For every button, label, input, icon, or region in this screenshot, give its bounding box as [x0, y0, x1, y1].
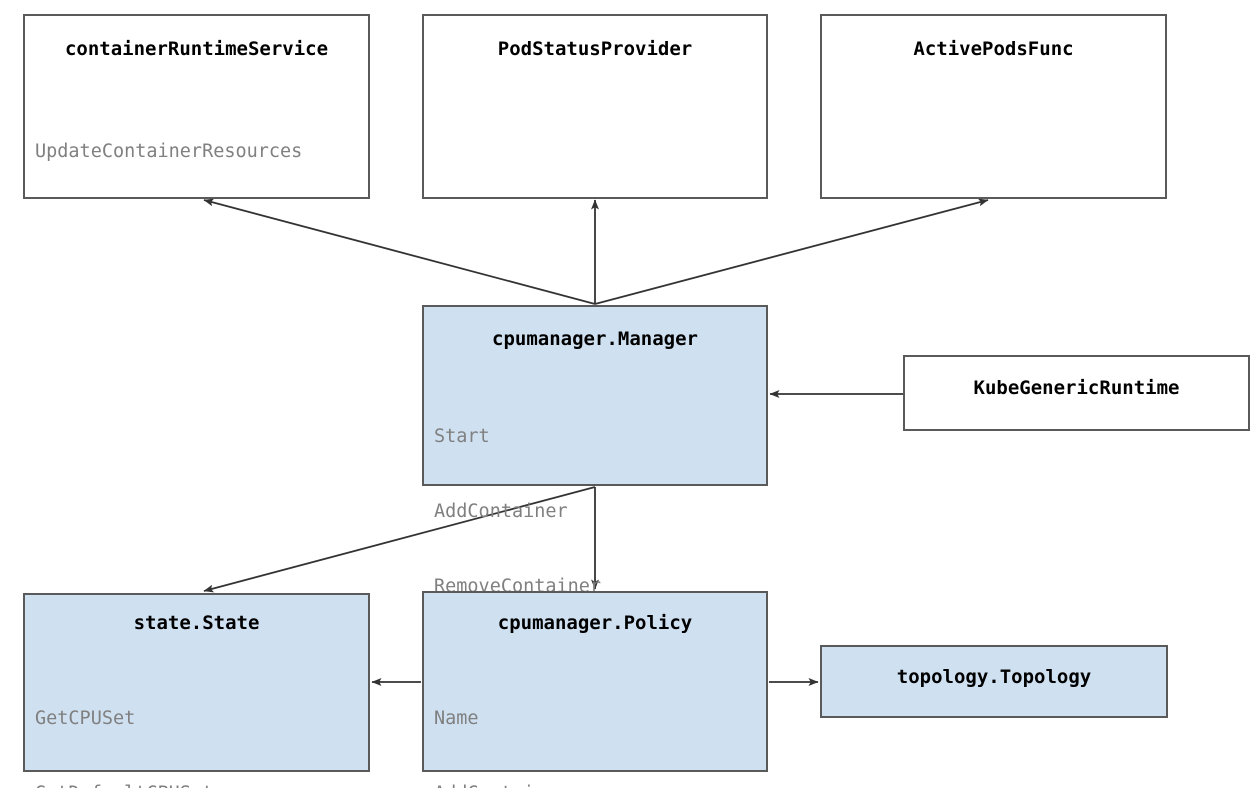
node-ActivePodsFunc[interactable]: ActivePodsFunc: [820, 14, 1167, 199]
node-stateState[interactable]: state.State GetCPUSet GetDefaultCPUSet S…: [23, 593, 370, 788]
node-methods-containerRuntimeService: UpdateContainerResources: [35, 89, 302, 214]
node-topologyTopology[interactable]: topology.Topology: [820, 645, 1168, 718]
node-title-cpumanagerManager: cpumanager.Manager: [492, 328, 698, 350]
method-item: Name: [434, 708, 479, 729]
node-title-KubeGenericRuntime: KubeGenericRuntime: [973, 377, 1180, 399]
edge-manager-to-activePodsFunc: [594, 198, 989, 305]
node-containerRuntimeService[interactable]: containerRuntimeService UpdateContainerR…: [23, 14, 370, 199]
node-title-containerRuntimeService: containerRuntimeService: [64, 38, 329, 60]
node-PodStatusProvider[interactable]: PodStatusProvider: [422, 14, 768, 199]
node-title-PodStatusProvider: PodStatusProvider: [497, 38, 693, 60]
method-item: GetDefaultCPUSet: [35, 781, 213, 788]
method-item: GetCPUSet: [35, 708, 136, 729]
method-item: AddContainer: [434, 781, 601, 788]
node-title-ActivePodsFunc: ActivePodsFunc: [913, 38, 1074, 60]
node-title-topologyTopology: topology.Topology: [896, 666, 1092, 688]
node-methods-cpumanagerPolicy: Name AddContainer RemoveContainer: [434, 656, 601, 788]
node-title-stateState: state.State: [133, 612, 260, 634]
method-item: Start: [434, 426, 490, 447]
node-cpumanagerPolicy[interactable]: cpumanager.Policy Name AddContainer Remo…: [422, 591, 768, 788]
node-methods-stateState: GetCPUSet GetDefaultCPUSet SetCPUSet Set…: [35, 656, 213, 788]
method-item: AddContainer: [434, 501, 568, 522]
node-cpumanagerManager[interactable]: cpumanager.Manager Start AddContainer Re…: [422, 305, 768, 672]
edge-manager-to-containerRuntimeService: [203, 198, 596, 305]
node-title-cpumanagerPolicy: cpumanager.Policy: [497, 612, 693, 634]
method-item: UpdateContainerResources: [35, 141, 303, 162]
node-KubeGenericRuntime[interactable]: KubeGenericRuntime: [903, 355, 1250, 431]
